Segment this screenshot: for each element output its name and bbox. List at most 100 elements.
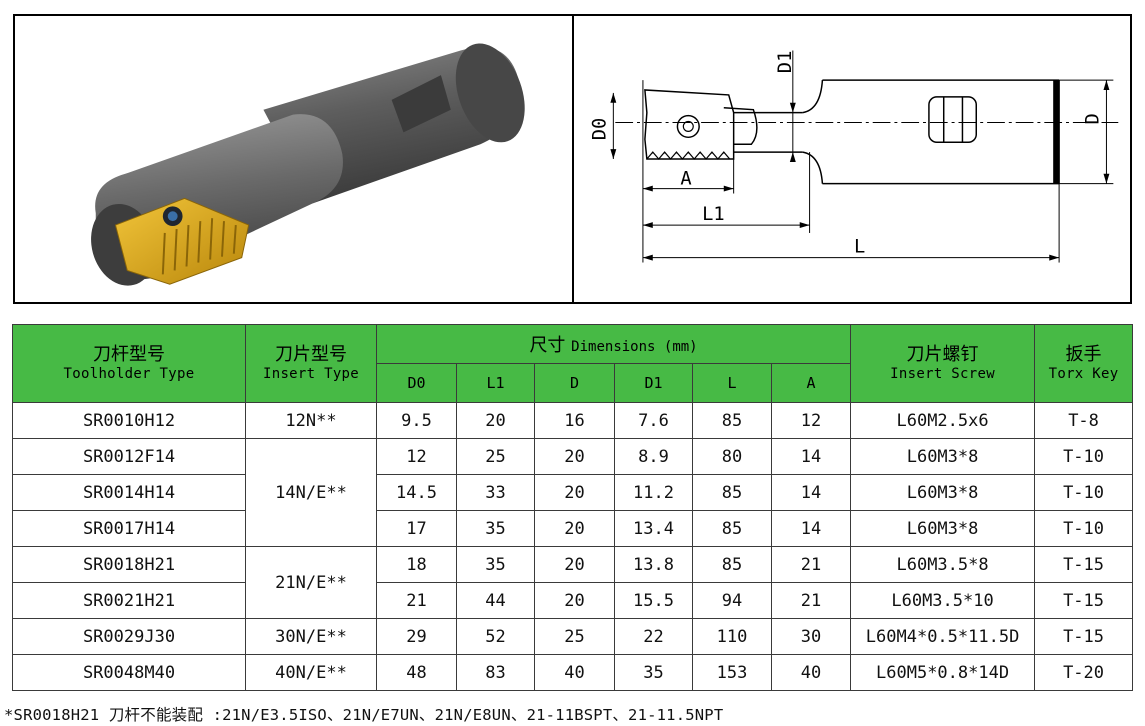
cell-l1: 83 — [456, 654, 535, 691]
cell-d1: 11.2 — [614, 474, 693, 511]
cell-d: 25 — [534, 618, 615, 655]
footnote: *SR0018H21 刀杆不能装配 :21N/E3.5ISO、21N/E7UN、… — [4, 706, 724, 724]
spec-table: 刀杆型号 Toolholder Type 刀片型号 Insert Type 尺寸… — [12, 324, 1134, 691]
cell-insert-type: 40N/E** — [245, 654, 377, 691]
cell-toolholder-type: SR0012F14 — [12, 438, 246, 475]
cell-d1: 13.8 — [614, 546, 693, 583]
header-insert-cn: 刀片型号 — [275, 344, 347, 365]
cell-l1: 44 — [456, 582, 535, 619]
cell-torx-key: T-15 — [1034, 582, 1134, 619]
cell-d: 20 — [534, 474, 615, 511]
cell-toolholder-type: SR0029J30 — [12, 618, 246, 655]
cell-insert-screw: L60M3*8 — [850, 510, 1036, 547]
header-key-en: Torx Key — [1048, 366, 1119, 382]
header-d0: D0 — [376, 363, 457, 403]
cell-a: 12 — [770, 402, 852, 439]
cell-toolholder-type: SR0014H14 — [12, 474, 246, 511]
cell-l1: 35 — [456, 546, 535, 583]
cell-a: 40 — [770, 654, 852, 691]
cell-torx-key: T-10 — [1034, 510, 1134, 547]
cell-toolholder-type: SR0010H12 — [12, 402, 246, 439]
cell-d0: 48 — [376, 654, 457, 691]
cell-toolholder-type: SR0017H14 — [12, 510, 246, 547]
cell-l1: 33 — [456, 474, 535, 511]
cell-d: 16 — [534, 402, 615, 439]
cell-d1: 22 — [614, 618, 693, 655]
cell-d0: 18 — [376, 546, 457, 583]
cell-d0: 9.5 — [376, 402, 457, 439]
cell-l1: 25 — [456, 438, 535, 475]
cell-torx-key: T-10 — [1034, 474, 1134, 511]
cell-insert-screw: L60M5*0.8*14D — [850, 654, 1036, 691]
cell-d0: 14.5 — [376, 474, 457, 511]
cell-d1: 13.4 — [614, 510, 693, 547]
cell-insert-screw: L60M2.5x6 — [850, 402, 1036, 439]
header-d1: D1 — [614, 363, 693, 403]
header-key: 扳手 Torx Key — [1034, 324, 1134, 403]
cell-d: 20 — [534, 438, 615, 475]
cell-insert-type: 12N** — [245, 402, 377, 439]
cell-d: 20 — [534, 582, 615, 619]
cell-l1: 20 — [456, 402, 535, 439]
cell-d0: 12 — [376, 438, 457, 475]
label-d: D — [1083, 113, 1104, 124]
cell-d1: 15.5 — [614, 582, 693, 619]
header-toolholder-cn: 刀杆型号 — [93, 344, 165, 365]
cell-d0: 17 — [376, 510, 457, 547]
header-l: L — [692, 363, 772, 403]
header-dims-en: Dimensions (mm) — [571, 339, 698, 355]
cell-l: 110 — [692, 618, 772, 655]
cell-l: 85 — [692, 402, 772, 439]
label-l1: L1 — [702, 204, 725, 225]
cell-torx-key: T-15 — [1034, 546, 1134, 583]
cell-torx-key: T-20 — [1034, 654, 1134, 691]
dimension-drawing-panel: D1 D0 D A L1 L — [572, 14, 1132, 304]
label-a: A — [680, 169, 691, 190]
header-key-cn: 扳手 — [1065, 344, 1102, 365]
cell-insert-type: 14N/E** — [245, 438, 377, 547]
cell-torx-key: T-15 — [1034, 618, 1134, 655]
cell-d0: 29 — [376, 618, 457, 655]
header-insert-en: Insert Type — [262, 366, 360, 382]
cell-d: 40 — [534, 654, 615, 691]
cell-l1: 35 — [456, 510, 535, 547]
header-a: A — [770, 363, 852, 403]
label-l: L — [854, 237, 865, 258]
header-d: D — [534, 363, 615, 403]
header-toolholder: 刀杆型号 Toolholder Type — [12, 324, 246, 403]
cell-a: 14 — [770, 438, 852, 475]
cell-l: 80 — [692, 438, 772, 475]
insert — [114, 197, 250, 285]
header-l1: L1 — [456, 363, 535, 403]
cell-d: 20 — [534, 510, 615, 547]
cell-insert-screw: L60M3*8 — [850, 438, 1036, 475]
cell-a: 21 — [770, 582, 852, 619]
cell-l1: 52 — [456, 618, 535, 655]
cell-a: 30 — [770, 618, 852, 655]
label-d1: D1 — [775, 51, 796, 74]
cell-a: 14 — [770, 510, 852, 547]
cell-toolholder-type: SR0048M40 — [12, 654, 246, 691]
header-screw-en: Insert Screw — [890, 366, 995, 382]
tool-holder-render — [91, 43, 525, 286]
cell-toolholder-type: SR0021H21 — [12, 582, 246, 619]
cell-toolholder-type: SR0018H21 — [12, 546, 246, 583]
tool-render-panel — [13, 14, 574, 304]
cell-insert-screw: L60M3.5*10 — [850, 582, 1036, 619]
cell-a: 21 — [770, 546, 852, 583]
cell-d0: 21 — [376, 582, 457, 619]
cell-insert-screw: L60M3*8 — [850, 474, 1036, 511]
dimension-drawing: D1 D0 D A L1 L — [589, 50, 1119, 263]
cell-l: 94 — [692, 582, 772, 619]
header-screw: 刀片螺钉 Insert Screw — [850, 324, 1036, 403]
cell-insert-type: 21N/E** — [245, 546, 377, 619]
header-screw-cn: 刀片螺钉 — [906, 344, 979, 365]
cell-l: 85 — [692, 510, 772, 547]
cell-a: 14 — [770, 474, 852, 511]
